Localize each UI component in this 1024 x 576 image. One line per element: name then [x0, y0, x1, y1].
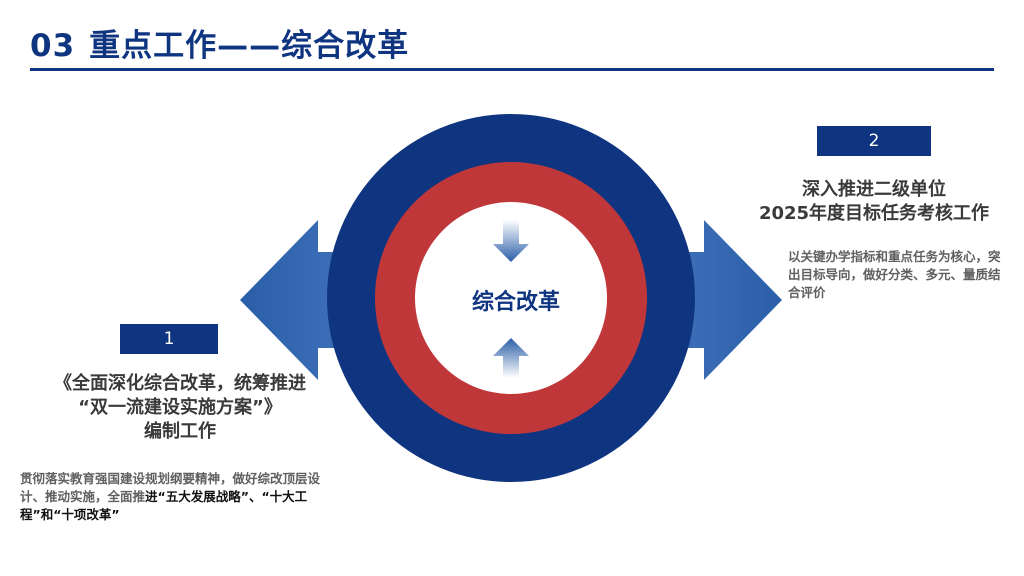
item1-heading-line: 编制工作	[144, 421, 216, 442]
up-arrow-icon	[493, 338, 529, 378]
item1-desc-highlight: 进“五大发展战略”、“十大工程”和“十项改革”	[20, 489, 308, 522]
item1-desc-text: 贯彻落实教育强国建设规划纲要精神，做好综改顶层设计、推动实施，全面推	[20, 471, 321, 504]
item1-description: 贯彻落实教育强国建设规划纲要精神，做好综改顶层设计、推动实施，全面推进“五大发展…	[20, 470, 344, 524]
item1-badge: 1	[120, 324, 218, 354]
item1-heading-line: “双一流建设实施方案”》	[78, 397, 282, 418]
page-title: 03 重点工作——综合改革	[30, 20, 409, 65]
item2-description: 以关键办学指标和重点任务为核心，突出目标导向，做好分类、多元、量质结合评价	[788, 249, 1001, 300]
item1-heading: 《全面深化综合改革，统筹推进 “双一流建设实施方案”》 编制工作	[20, 372, 340, 444]
center-label: 综合改革	[471, 290, 560, 315]
item2-heading-line: 深入推进二级单位	[802, 179, 946, 200]
inner-circle	[415, 202, 607, 394]
section-number: 03	[30, 28, 76, 64]
down-arrow-icon	[493, 220, 529, 262]
title-divider	[30, 68, 994, 71]
item2-badge: 2	[817, 126, 931, 156]
item2-heading: 深入推进二级单位 2025年度目标任务考核工作	[730, 178, 1018, 226]
item1-heading-line: 《全面深化综合改革，统筹推进	[54, 373, 306, 394]
item2-heading-line: 2025年度目标任务考核工作	[758, 203, 990, 224]
section-title: 重点工作——综合改革	[89, 28, 410, 64]
